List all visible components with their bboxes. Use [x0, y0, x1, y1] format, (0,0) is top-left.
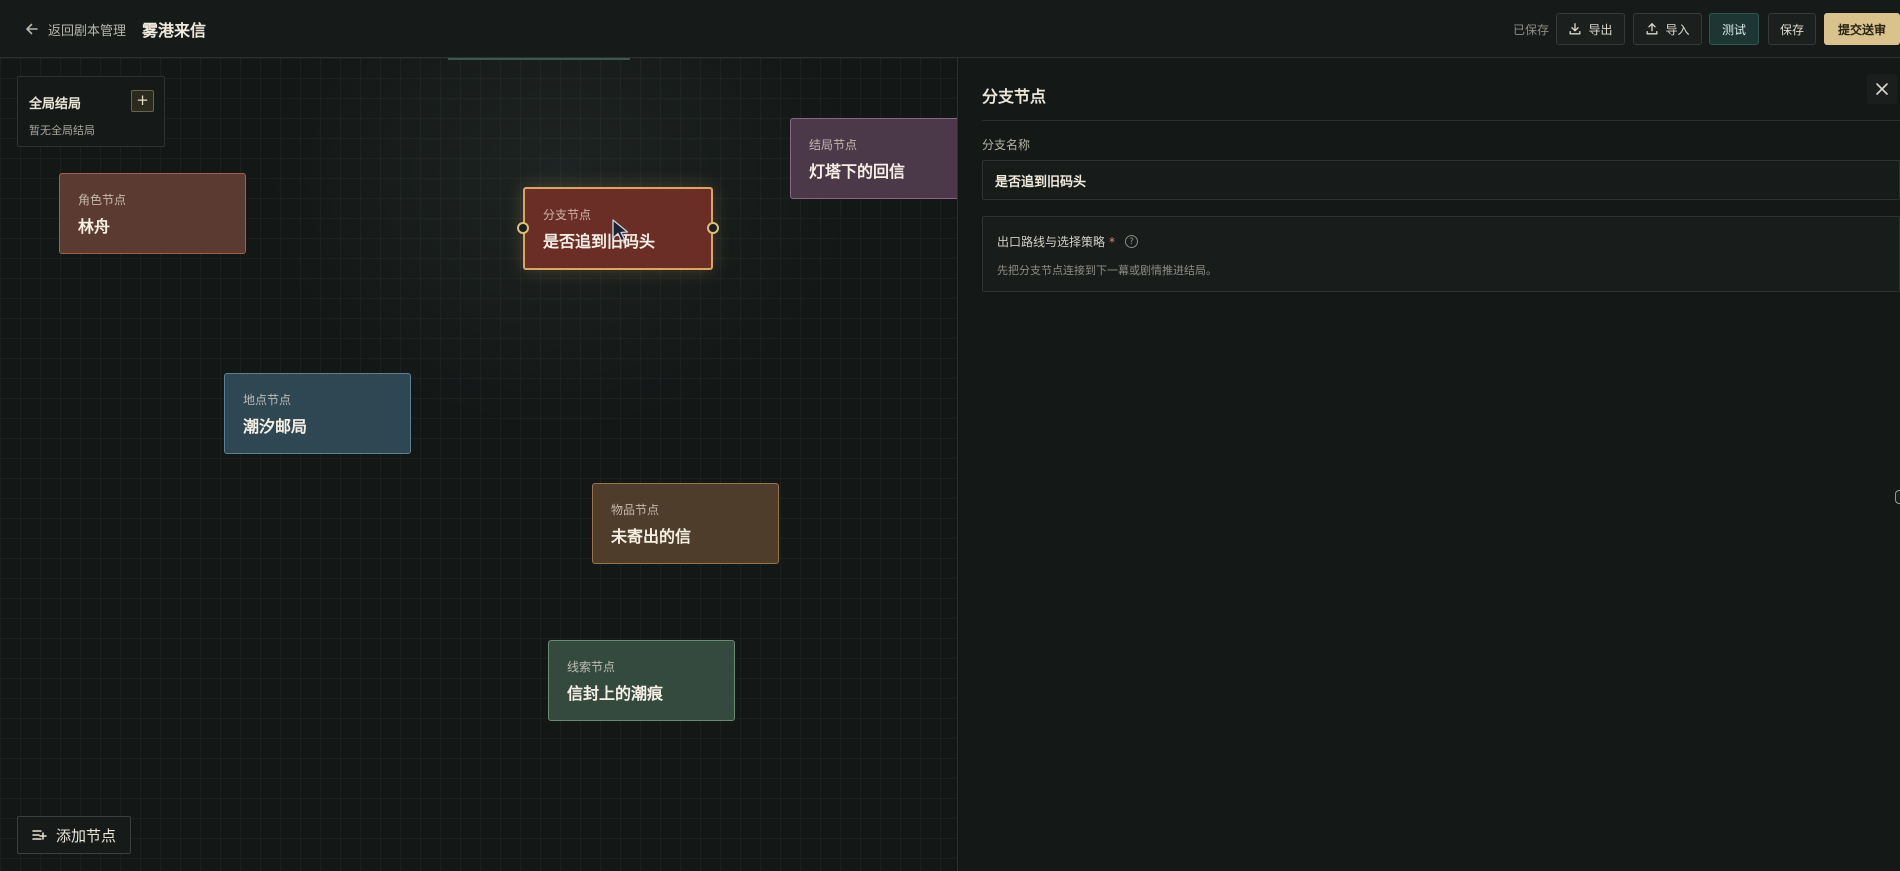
submit-label: 提交送审	[1837, 22, 1886, 37]
export-button[interactable]: 导出	[1556, 13, 1625, 45]
offscreen-node-edge	[448, 58, 630, 60]
close-icon	[1876, 83, 1888, 95]
node-type-label: 分支节点	[543, 208, 592, 222]
save-status: 已保存	[1513, 23, 1550, 37]
global-endings-title: 全局结局	[29, 97, 82, 112]
input-handle[interactable]	[517, 222, 529, 234]
upload-icon	[1647, 23, 1658, 35]
node-name: 林舟	[78, 217, 111, 236]
node-location[interactable]: 地点节点 潮汐邮局	[224, 373, 411, 454]
add-global-ending-button[interactable]: +	[131, 90, 154, 112]
back-label: 返回剧本管理	[48, 23, 127, 39]
node-properties-panel: 分支节点 分支名称 出口路线与选择策略 * ? 先把分支节点连接到下一幕或剧情推…	[959, 58, 1900, 871]
branch-name-label: 分支名称	[982, 138, 1031, 152]
node-name: 信封上的潮痕	[567, 684, 664, 703]
node-canvas[interactable]: 全局结局 + 暂无全局结局 角色节点 林舟 分支节点 是否追到旧码头 结局节点 …	[0, 58, 958, 871]
test-button[interactable]: 测试	[1709, 13, 1759, 45]
node-ending[interactable]: 结局节点 灯塔下的回信	[790, 118, 957, 199]
panel-title: 分支节点	[982, 87, 1047, 106]
exit-routes-hint: 先把分支节点连接到下一幕或剧情推进结局。	[997, 264, 1217, 277]
node-name: 未寄出的信	[611, 527, 692, 546]
export-label: 导出	[1588, 22, 1613, 37]
top-bar: 返回剧本管理 雾港来信 已保存 导出 导入 测试 保存 提交送审	[0, 0, 1900, 58]
page-title: 雾港来信	[142, 21, 207, 40]
required-marker: *	[1109, 234, 1116, 249]
node-name: 是否追到旧码头	[543, 232, 656, 251]
import-button[interactable]: 导入	[1633, 13, 1702, 45]
arrow-left-icon	[26, 23, 38, 35]
node-type-label: 物品节点	[611, 503, 660, 517]
panel-divider	[982, 120, 1900, 121]
close-panel-button[interactable]	[1867, 74, 1897, 104]
panel-resize-handle[interactable]	[1895, 490, 1900, 504]
add-node-label: 添加节点	[56, 826, 117, 845]
add-node-button[interactable]: 添加节点	[17, 816, 131, 854]
node-item[interactable]: 物品节点 未寄出的信	[592, 483, 779, 564]
node-branch-selected[interactable]: 分支节点 是否追到旧码头	[517, 187, 719, 270]
help-icon[interactable]: ?	[1125, 235, 1139, 248]
save-label: 保存	[1779, 22, 1804, 37]
node-name: 潮汐邮局	[243, 417, 308, 436]
global-endings-empty-text: 暂无全局结局	[29, 124, 95, 137]
exit-routes-section: 出口路线与选择策略 * ? 先把分支节点连接到下一幕或剧情推进结局。	[982, 216, 1900, 292]
node-clue[interactable]: 线索节点 信封上的潮痕	[548, 640, 735, 721]
test-label: 测试	[1721, 22, 1746, 37]
global-endings-panel: 全局结局 + 暂无全局结局	[17, 76, 165, 147]
node-name: 灯塔下的回信	[809, 162, 906, 181]
list-add-icon	[32, 830, 47, 840]
exit-routes-title: 出口路线与选择策略 * ?	[997, 233, 1139, 250]
download-icon	[1570, 23, 1581, 35]
back-to-script-management[interactable]: 返回剧本管理	[24, 18, 126, 40]
node-character[interactable]: 角色节点 林舟	[59, 173, 246, 254]
exit-routes-title-text: 出口路线与选择策略	[997, 235, 1106, 249]
import-label: 导入	[1665, 22, 1690, 37]
node-type-label: 地点节点	[243, 393, 292, 407]
node-type-label: 线索节点	[567, 660, 616, 674]
branch-name-input[interactable]	[982, 160, 1900, 200]
node-type-label: 角色节点	[78, 193, 127, 207]
output-handle[interactable]	[707, 222, 719, 234]
save-button[interactable]: 保存	[1768, 13, 1816, 45]
node-type-label: 结局节点	[809, 138, 858, 152]
submit-review-button[interactable]: 提交送审	[1824, 13, 1900, 45]
